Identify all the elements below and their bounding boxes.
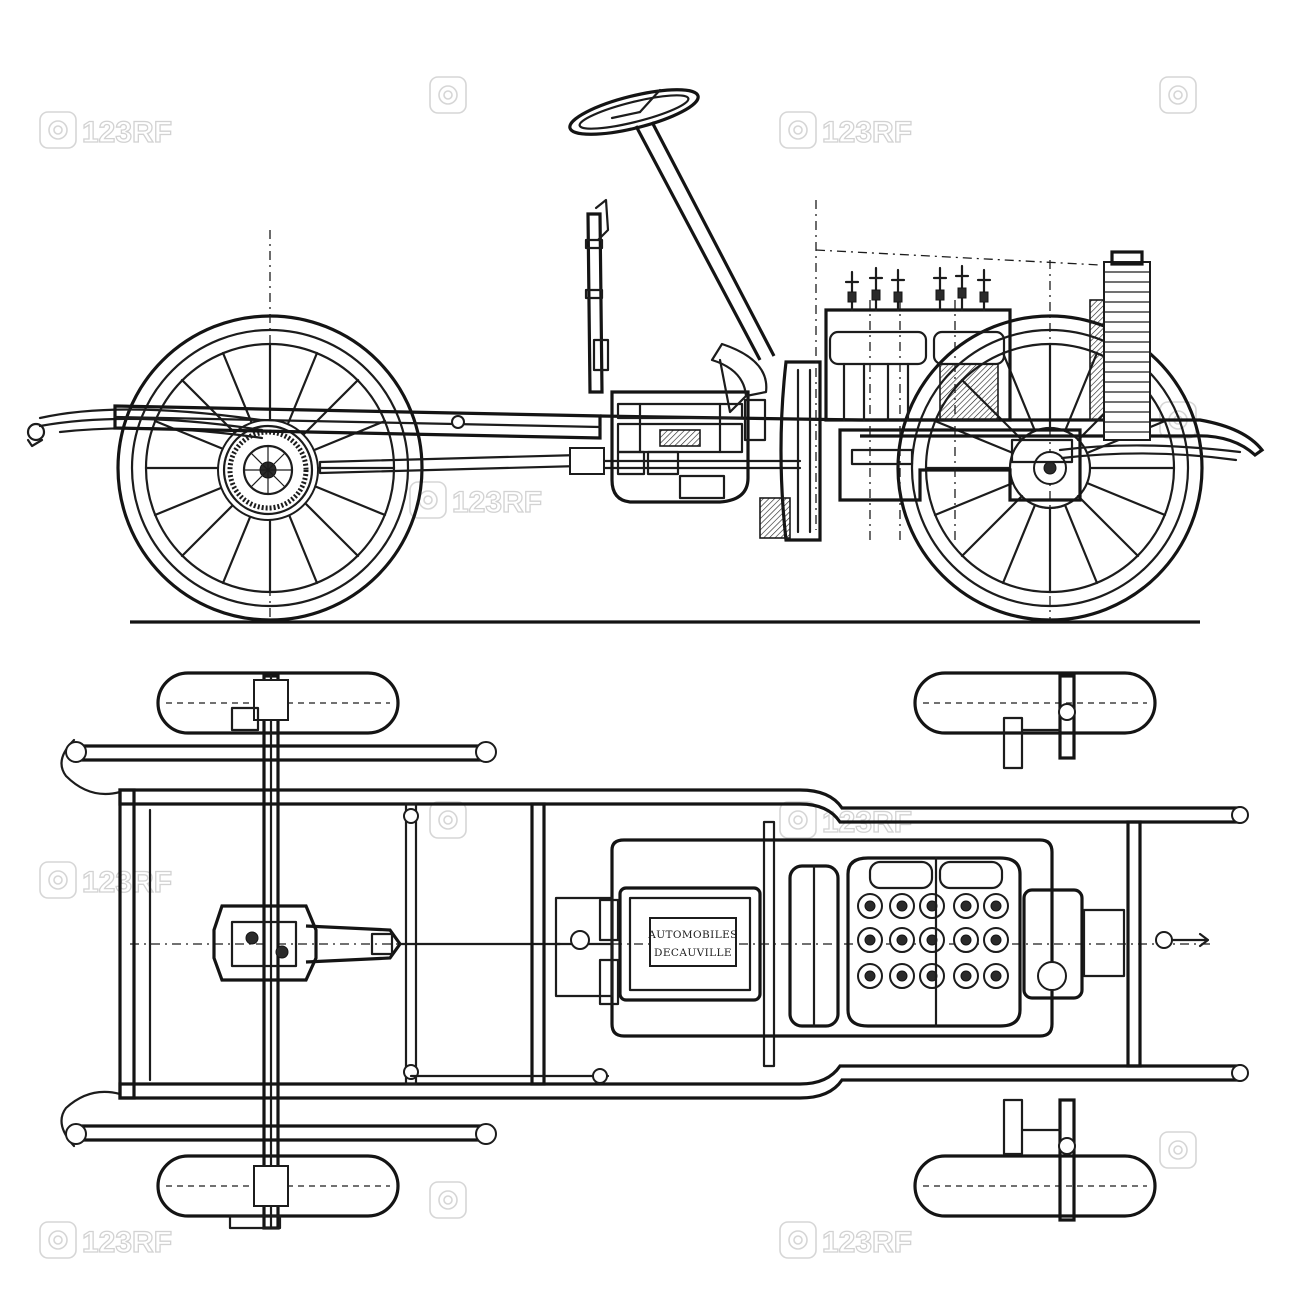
watermark-mark-8: 123RF xyxy=(779,1221,913,1260)
gearbox xyxy=(610,390,767,504)
engine-plan xyxy=(846,856,1022,1028)
watermark-mark-3 xyxy=(429,76,1197,114)
radiator xyxy=(1089,250,1151,441)
watermark-text-8: 123RF xyxy=(822,1226,912,1259)
gearbox-plan: AUTOMOBILES DECAUVILLE xyxy=(570,886,762,1006)
side-elevation-view xyxy=(26,88,1265,624)
engine-block-side xyxy=(824,300,1082,540)
watermark-text-5: 123RF xyxy=(82,866,172,899)
chassis-frame-rail xyxy=(113,404,1265,458)
propeller-shaft xyxy=(318,447,802,476)
front-auxiliaries xyxy=(1022,888,1210,1000)
watermark-mark-2: 123RF xyxy=(779,111,913,150)
brake-rods xyxy=(403,802,776,1086)
rear-differential xyxy=(217,419,319,521)
steering-column xyxy=(568,88,776,414)
watermark-text-1: 123RF xyxy=(82,116,172,149)
plate-line-1: AUTOMOBILES xyxy=(647,929,738,941)
watermark-layer: 123RF 123RF 123RF 123RF 123RF 123RF 12 xyxy=(39,76,1197,1260)
watermark-mark-5: 123RF xyxy=(39,861,173,900)
front-right-tyre xyxy=(913,1154,1157,1218)
plan-view: AUTOMOBILES DECAUVILLE xyxy=(60,671,1249,1230)
watermark-mark-4: 123RF xyxy=(409,481,543,520)
watermark-mark-7: 123RF xyxy=(39,1221,173,1260)
front-leaf-spring xyxy=(1058,444,1242,462)
differential-housing xyxy=(212,904,562,982)
flywheel xyxy=(759,360,822,542)
rear-springs xyxy=(60,738,497,1148)
flywheel-plan xyxy=(788,864,840,1028)
watermark-mark-1: 123RF xyxy=(39,111,173,150)
front-left-tyre xyxy=(913,671,1157,735)
plate-line-2: DECAUVILLE xyxy=(654,947,732,959)
front-axle xyxy=(1002,674,1076,1222)
watermark-text-2: 123RF xyxy=(822,116,912,149)
dashboard-outline xyxy=(815,200,1101,530)
front-wheel xyxy=(896,260,1204,622)
rear-axle xyxy=(228,674,289,1230)
gear-lever xyxy=(584,198,610,394)
chassis-frame-plan xyxy=(118,788,1249,1100)
watermark-text-7: 123RF xyxy=(82,1226,172,1259)
watermark-text-4: 123RF xyxy=(452,486,542,519)
spark-plugs xyxy=(844,264,992,312)
